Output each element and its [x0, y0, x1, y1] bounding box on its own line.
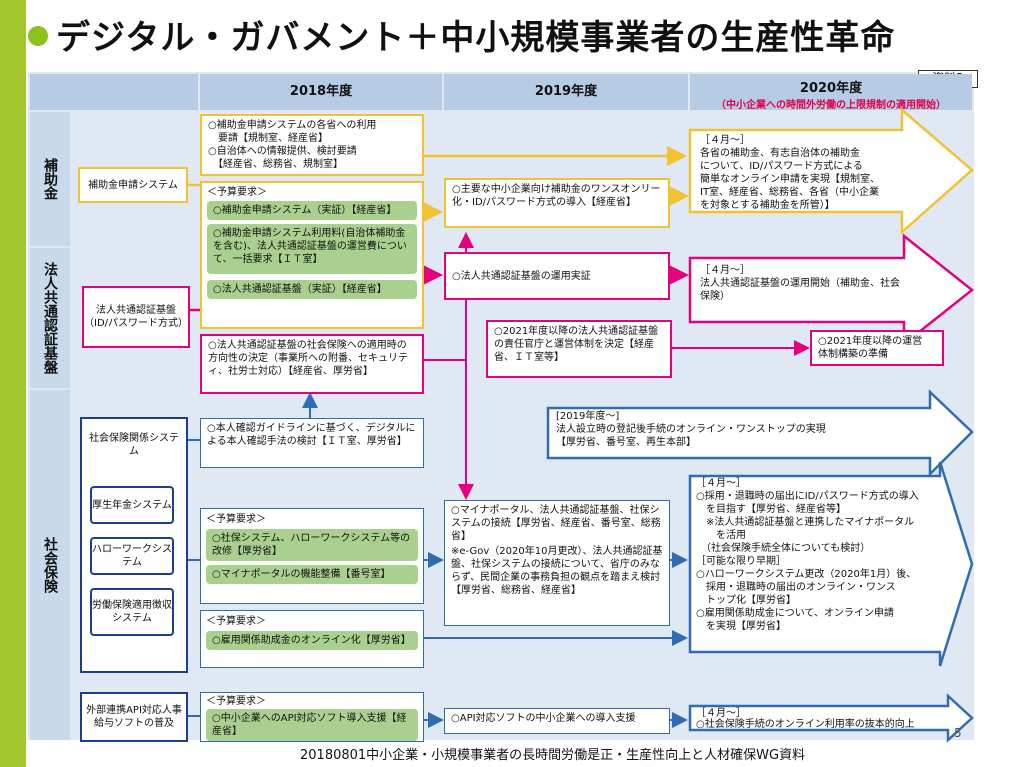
text-line: ○自治体への情報提供、検討要請 [208, 146, 357, 157]
left-accent-bar [0, 0, 26, 767]
text-line: ［４月～］ [700, 265, 750, 276]
api-software-box: 外部連携API対応人事給与ソフトの普及 [80, 692, 188, 742]
text-2020-subsidy: ［４月～］ 各省の補助金、有志自治体の補助金 について、ID/パスワード方式によ… [700, 134, 904, 212]
budget-item: ○雇用関係助成金のオンライン化【厚労省】 [206, 631, 418, 650]
labor-insurance-system-box: 労働保険適用徴収システム [90, 588, 174, 636]
text-line: 【厚労省、番号室、再生本部】 [556, 437, 696, 448]
budget-heading: ＜予算要求＞ [206, 616, 266, 627]
box-2019-once-only: ○主要な中小企業向け補助金のワンスオンリー化・ID/パスワード方式の導入【経産省… [444, 178, 670, 228]
text-line: トップ化【厚労省】 [696, 595, 796, 606]
text-line: 要請【規制室、経産省】 [208, 133, 328, 144]
page-title: デジタル・ガバメント＋中小規模事業者の生産性革命 [56, 18, 896, 58]
text-line: ※法人共通認証基盤と連携したマイナポータル [696, 517, 915, 528]
box-2018-identity-guideline: ○本人確認ガイドラインに基づく、デジタルによる本人確認手法の検討【ＩＴ室、厚労省… [200, 418, 424, 468]
budget-item: ○社保システム、ハローワークシステム等の改修【厚労省】 [206, 529, 418, 561]
text-2019-one-stop: [2019年度～] 法人設立時の登記後手続のオンライン・ワンストップの実現 【厚… [556, 410, 926, 449]
text-line: 採用・退職時の届出のオンライン・ワンス [696, 582, 896, 593]
header-2020: 2020年度 （中小企業への時間外労働の上限規制の適用開始） [690, 74, 972, 111]
text-line: について、ID/パスワード方式による [700, 161, 863, 172]
text-line: を目指す【厚労省、経産省等】 [696, 504, 846, 515]
text-line: IT室、経産省、総務省、各省（中小企業 [700, 187, 880, 198]
budget-heading: ＜予算要求＞ [207, 187, 267, 198]
budget-item: ○中小企業へのAPI対応ソフト導入支援【経産省】 [206, 709, 418, 741]
budget-item: ○法人共通認証基盤（実証）【経産省】 [207, 280, 417, 299]
text-line: ○採用・退職時の届出にID/パスワード方式の導入 [696, 491, 919, 502]
text-line: ○雇用関係助成金について、オンライン申請 [696, 608, 894, 619]
row-label-social-insurance: 社会保険 [30, 390, 70, 740]
box-2019-myportal-connect: ○マイナポータル、法人共通認証基盤、社保システムの接続【厚労省、経産省、番号室、… [444, 500, 670, 626]
budget-heading: ＜予算要求＞ [206, 514, 266, 525]
row-label-corp-auth: 法人共通認証基盤 [30, 248, 70, 388]
text-2020-social: ［４月～］ ○採用・退職時の届出にID/パスワード方式の導入 を目指す【厚労省、… [696, 477, 946, 633]
box-2019-corp-auth-pilot: ○法人共通認証基盤の運用実証 [444, 252, 670, 300]
box-2018-budget-systems: ＜予算要求＞ ○社保システム、ハローワークシステム等の改修【厚労省】 ○マイナポ… [200, 508, 424, 604]
budget-heading: ＜予算要求＞ [206, 696, 266, 707]
text-line: ［４月～］ [696, 478, 746, 489]
text-line: を対象とする補助金を所管）】 [700, 200, 835, 211]
box-2020-operation-prep: ○2021年度以降の運営 体制構築の準備 [810, 330, 944, 366]
text-2020-online-rate: ［４月～］ ○社会保険手続のオンライン利用率の抜本的向上 [696, 708, 950, 730]
text-line: を実現【厚労省】 [696, 621, 786, 632]
box-2018-corp-social: ○法人共通認証基盤の社会保険への適用時の方向性の決定（事業所への附番、セキュリテ… [200, 334, 424, 394]
text-line: ［４月～］ [696, 708, 746, 719]
box-2018-budget-api: ＜予算要求＞ ○中小企業へのAPI対応ソフト導入支援【経産省】 [200, 692, 424, 742]
social-systems-label: 社会保険関係システム [86, 427, 182, 463]
header-2018: 2018年度 [200, 74, 442, 110]
footer-source: 20180801中小企業・小規模事業者の長時間労働是正・生産性向上と人材確保WG… [300, 748, 806, 763]
box-2019-responsible-agency: ○2021年度以降の法人共通認証基盤の責任官庁と運営体制を決定【経産省、ＩＴ室等… [486, 320, 672, 378]
page-number: 5 [954, 726, 962, 740]
header-2020-label: 2020年度 [799, 81, 863, 96]
pension-system-box: 厚生年金システム [90, 486, 174, 524]
box-2019-api-support: ○API対応ソフトの中小企業への導入支援 [444, 708, 670, 734]
header-2020-sub: （中小企業への時間外労働の上限規制の適用開始） [716, 100, 946, 111]
text-line: 簡単なオンライン申請を実現【規制室、 [700, 174, 880, 185]
header-2019: 2019年度 [444, 74, 688, 110]
text-line: ※e-Gov（2020年10月更改）、法人共通認証基盤、社保システムの接続につい… [451, 546, 670, 596]
text-line: 【経産省、総務省、規制室】 [208, 159, 343, 170]
text-line: 法人設立時の登記後手続のオンライン・ワンストップの実現 [556, 424, 826, 435]
hellowork-system-box: ハローワークシステム [90, 537, 174, 575]
box-2018-budget-subsidy-online: ＜予算要求＞ ○雇用関係助成金のオンライン化【厚労省】 [200, 610, 424, 668]
budget-item: ○マイナポータルの機能整備【番号室】 [206, 565, 418, 584]
text-line: [2019年度～] [556, 411, 620, 422]
text-line: 法人共通認証基盤の運用開始（補助金、社会保険） [700, 278, 900, 302]
text-line: 各省の補助金、有志自治体の補助金 [700, 148, 860, 159]
box-2018-budget-subsidy: ＜予算要求＞ ○補助金申請システム（実証）【経産省】 ○補助金申請システム利用料… [200, 181, 424, 329]
header-blank [30, 74, 198, 110]
bullet-dot [28, 26, 48, 46]
text-line: ○社会保険手続のオンライン利用率の抜本的向上 [696, 719, 915, 730]
text-line: ○ハローワークシステム更改（2020年1月）後、 [696, 569, 917, 580]
subsidy-system-box: 補助金申請システム [78, 167, 188, 203]
text-line: ［４月～］ [700, 135, 750, 146]
text-line: を活用 [696, 530, 746, 541]
text-line: （社会保険手続全体についても検討） [696, 543, 871, 554]
text-line: ［可能な限り早期］ [696, 556, 786, 567]
corp-auth-box: 法人共通認証基盤（ID/パスワード方式） [82, 286, 190, 348]
text-line: 体制構築の準備 [818, 349, 888, 360]
budget-item: ○補助金申請システム利用料(自治体補助金を含む)、法人共通認証基盤の運営費につい… [207, 224, 417, 274]
budget-item: ○補助金申請システム（実証）【経産省】 [207, 201, 417, 220]
text-2020-corp-auth: ［４月～］ 法人共通認証基盤の運用開始（補助金、社会保険） [700, 264, 904, 303]
row-label-subsidy: 補助金 [30, 112, 70, 246]
text-line: ○2021年度以降の運営 [818, 336, 923, 347]
box-2018-subsidy-request: ○補助金申請システムの各省への利用 要請【規制室、経産省】 ○自治体への情報提供… [200, 114, 424, 176]
text-line: ○補助金申請システムの各省への利用 [208, 120, 377, 131]
text-line: ○マイナポータル、法人共通認証基盤、社保システムの接続【厚労省、経産省、番号室、… [451, 505, 661, 542]
